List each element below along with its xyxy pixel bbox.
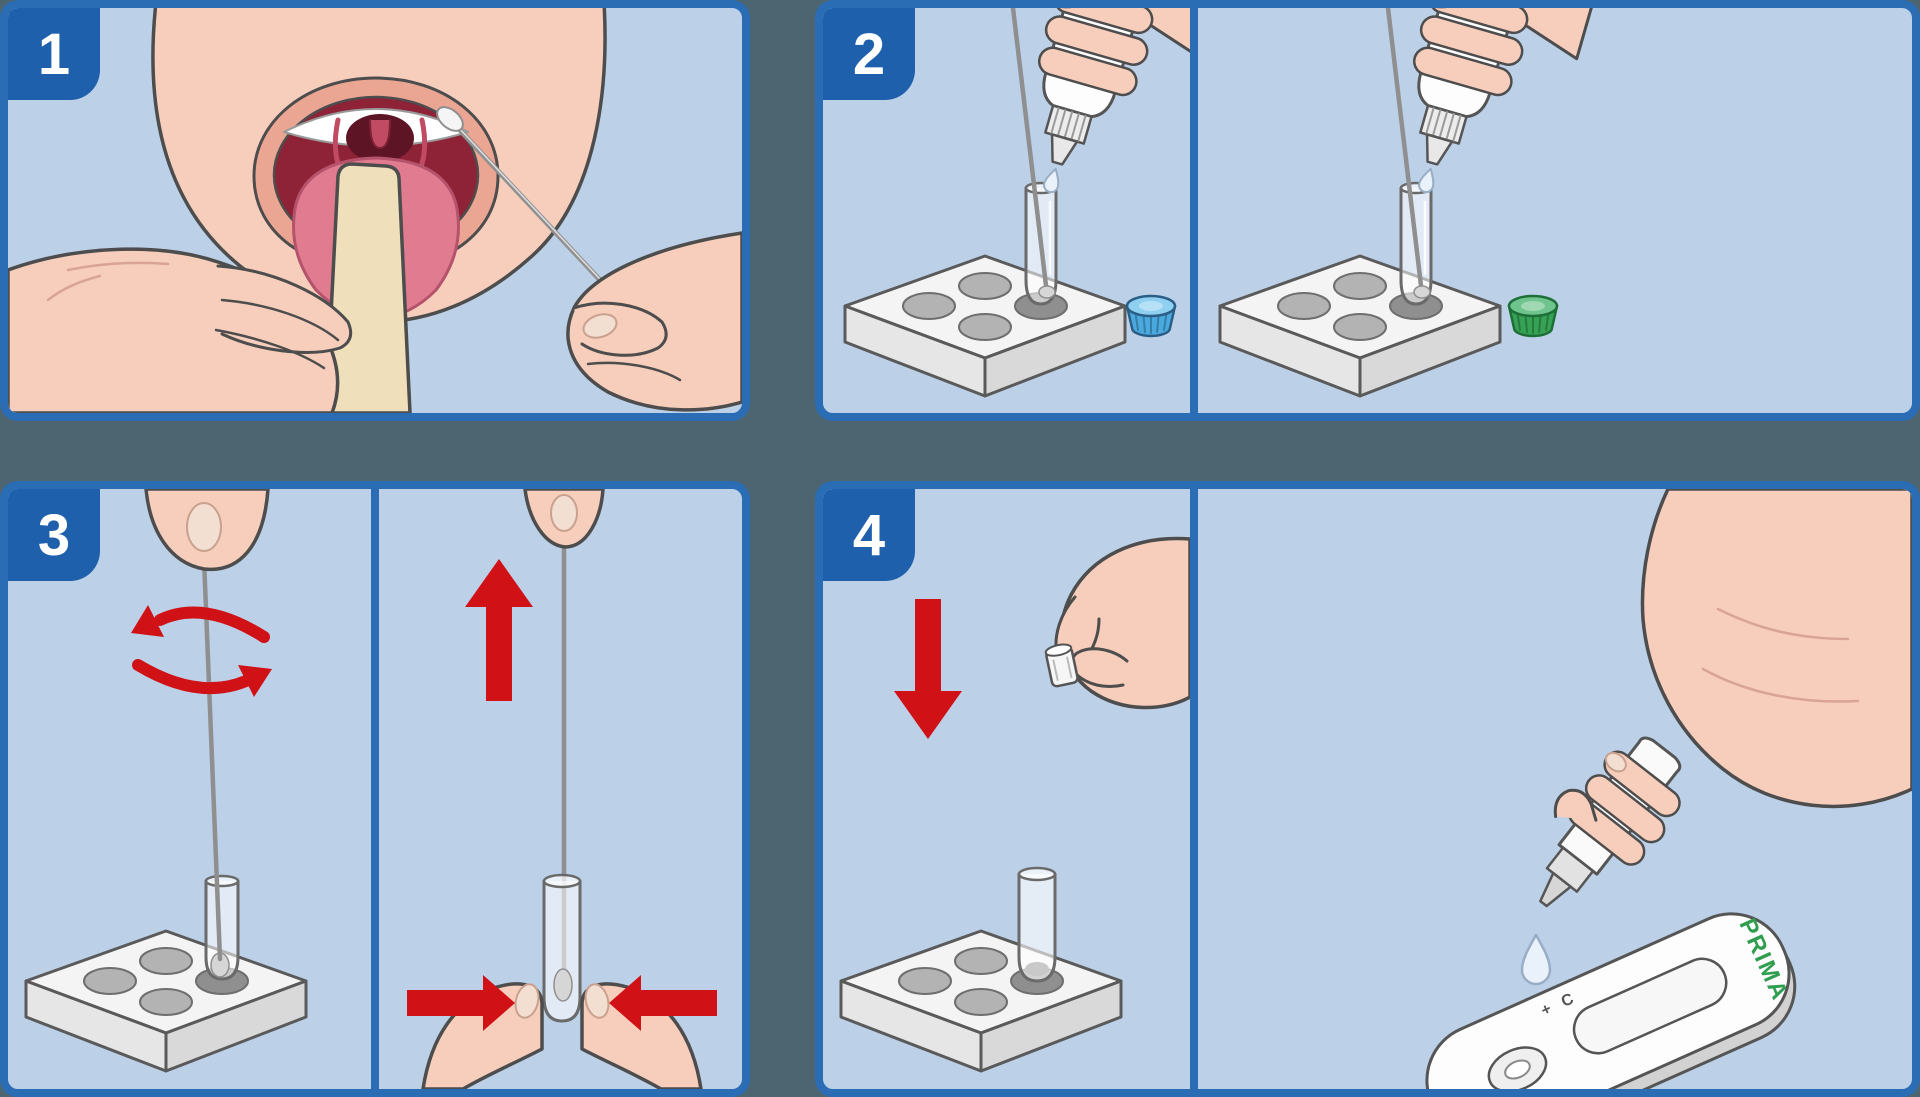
fingernail	[514, 983, 540, 1019]
panel-divider	[1190, 489, 1198, 1089]
hand-holding-swab	[144, 489, 270, 572]
hand-with-cap	[1044, 536, 1190, 710]
thumbnail	[582, 313, 618, 339]
tube-cap	[1044, 643, 1079, 688]
scene-cap-tube	[839, 536, 1190, 1073]
tongue-depressor	[324, 162, 412, 413]
subpanel-cap-tube	[823, 489, 1190, 1089]
panel-divider	[371, 489, 379, 1089]
bottle-cap-blue	[1125, 294, 1177, 338]
hand	[1051, 8, 1190, 61]
panel-step-4: 4	[815, 481, 1920, 1097]
step-number-3: 3	[37, 502, 71, 568]
swab-stick	[201, 556, 223, 962]
liquid-drop	[1418, 167, 1435, 194]
subpanel-stir-swab	[8, 489, 371, 1089]
fingernail	[1604, 751, 1627, 773]
squeeze-arrow-right	[609, 975, 717, 1031]
scene-stir-swab	[24, 489, 308, 1073]
dropper-hand-group	[1037, 8, 1190, 194]
step-badge-1: 1	[8, 8, 100, 100]
tube-stand	[24, 929, 308, 1073]
swab-tip	[436, 106, 464, 132]
fingers	[1553, 750, 1681, 866]
test-tube	[1017, 866, 1057, 983]
swab-tip	[553, 968, 573, 1002]
uvula	[369, 119, 391, 149]
subpanel-drops-blue	[823, 8, 1190, 413]
fingernail	[186, 502, 222, 552]
bottle-cap-green	[1507, 294, 1559, 338]
step-number-4: 4	[852, 502, 886, 568]
fingernail	[550, 494, 578, 532]
panel-step-3: 3	[0, 481, 750, 1097]
dropper-tip	[1539, 871, 1572, 908]
scene-throat-swab	[8, 8, 742, 413]
scene-drops-green	[1218, 8, 1606, 398]
step-number-2: 2	[852, 21, 886, 87]
subpanel-dispense: S + C PRIMA	[1198, 489, 1912, 1089]
scene-squeeze-swab	[407, 489, 717, 1089]
tube-stand	[839, 929, 1123, 1073]
panel-step-1: 1	[0, 0, 750, 421]
swab-in-tube	[1010, 8, 1056, 299]
result-window	[1572, 957, 1728, 1055]
liquid-drop	[1520, 933, 1552, 986]
step-badge-4: 4	[823, 489, 915, 581]
squeeze-tube-hand	[1539, 736, 1682, 908]
step-badge-3: 3	[8, 489, 100, 581]
fingers	[1037, 8, 1154, 97]
dropper-hand-group	[1412, 8, 1606, 194]
pinching-hands	[421, 982, 703, 1089]
down-arrow	[894, 599, 962, 739]
up-arrow	[465, 559, 533, 701]
scene-dispense: S + C PRIMA	[1425, 489, 1912, 1089]
hand-holding-swab	[523, 489, 605, 549]
left-hand	[8, 247, 353, 413]
subpanel-drops-green	[1198, 8, 1912, 413]
rotation-arrows	[131, 605, 272, 697]
liquid-drop	[1043, 167, 1060, 194]
tube-stand	[843, 254, 1127, 398]
squeeze-arrow-left	[407, 975, 515, 1031]
fingernail	[584, 983, 610, 1019]
step-number-1: 1	[37, 21, 71, 87]
test-tube	[204, 874, 240, 981]
subpanel-squeeze-swab	[379, 489, 742, 1089]
right-hand	[566, 231, 742, 412]
step-badge-2: 2	[823, 8, 915, 100]
subpanel-throat-swab	[8, 8, 742, 413]
fingers	[1412, 8, 1529, 97]
thumb	[1553, 788, 1598, 822]
test-cassette: S + C PRIMA	[1425, 912, 1797, 1089]
liquid	[1025, 962, 1049, 976]
hand	[1426, 8, 1606, 61]
swab-in-tube	[1385, 8, 1431, 299]
hand-mass	[1640, 489, 1912, 809]
test-tube	[542, 873, 582, 1023]
panel-divider	[1190, 8, 1198, 413]
tube-stand	[1218, 254, 1502, 398]
scene-drops-blue	[843, 8, 1190, 398]
panel-step-2: 2	[815, 0, 1920, 421]
